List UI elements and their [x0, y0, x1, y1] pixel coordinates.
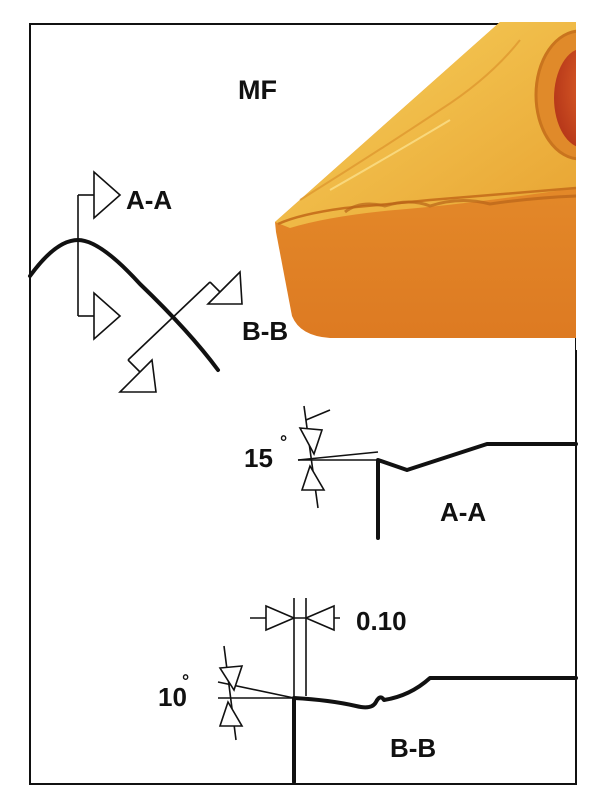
section-b-arrow-bottom-icon	[118, 358, 157, 393]
land-width-arrow-right-icon	[303, 604, 335, 632]
angle-a-degree: °	[280, 432, 287, 452]
land-width-value: 0.10	[356, 606, 407, 636]
section-a-marker-label: A-A	[126, 185, 172, 215]
grade-label: MF	[238, 75, 277, 105]
section-a-arrow-bottom-icon	[93, 291, 122, 341]
section-b-arrow-top-icon	[206, 270, 243, 305]
angle-b-arrow-top-icon	[218, 665, 244, 692]
angle-b-value: 10	[158, 682, 187, 712]
angle-a-arrow-top-icon	[298, 427, 324, 457]
drawing-frame	[29, 23, 577, 785]
section-b-profile	[217, 598, 578, 784]
section-a-arrow-top-icon	[93, 170, 122, 220]
section-a-profile	[297, 405, 578, 540]
land-width-arrow-left-icon	[265, 604, 297, 632]
section-b-marker-label: B-B	[242, 316, 288, 346]
section-b-title: B-B	[390, 733, 436, 763]
section-a-title: A-A	[440, 497, 486, 527]
insert-image	[275, 20, 600, 350]
angle-a-arrow-bottom-icon	[300, 464, 326, 491]
cutting-edge-sketch	[28, 170, 243, 393]
angle-b-arrow-bottom-icon	[218, 700, 244, 727]
angle-a-value: 15	[244, 443, 273, 473]
angle-b-degree: °	[182, 671, 189, 691]
